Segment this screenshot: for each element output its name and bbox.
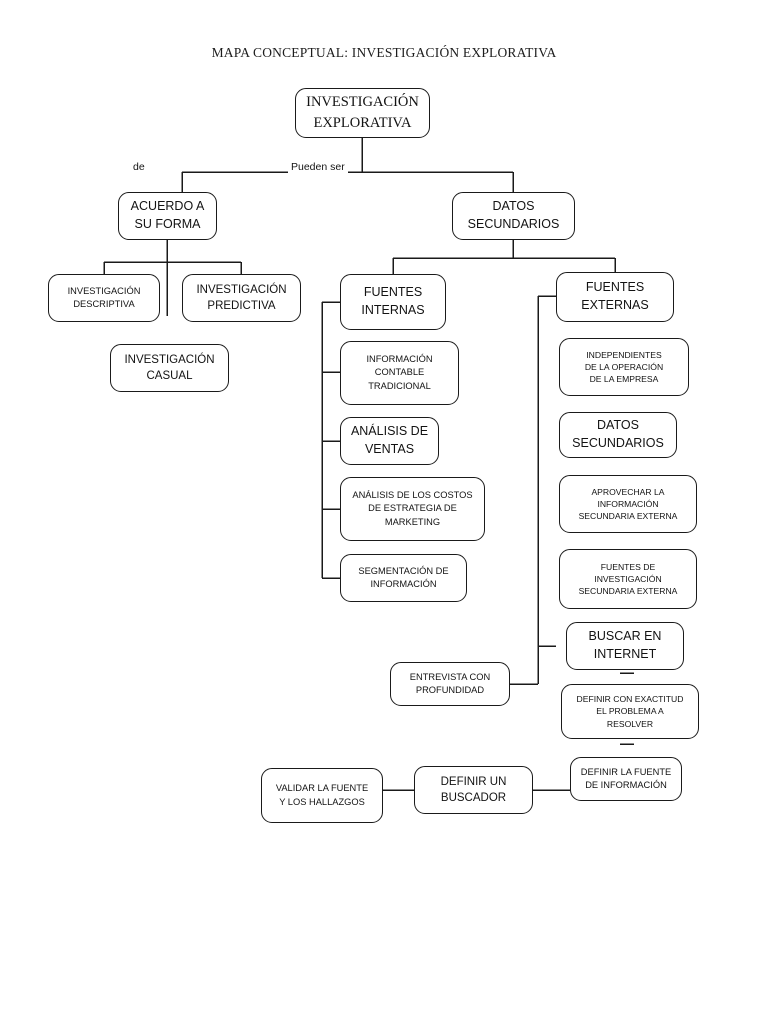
node-validar-la-fuente-y-los-hallazgos[interactable]: VALIDAR LA FUENTE Y LOS HALLAZGOS bbox=[261, 768, 383, 823]
node-investigacion-descriptiva[interactable]: INVESTIGACIÓN DESCRIPTIVA bbox=[48, 274, 160, 322]
page-title: MAPA CONCEPTUAL: INVESTIGACIÓN EXPLORATI… bbox=[211, 45, 557, 60]
edge-label-de: de bbox=[130, 161, 148, 173]
node-definir-con-exactitud-el-problema[interactable]: DEFINIR CON EXACTITUD EL PROBLEMA A RESO… bbox=[561, 684, 699, 739]
node-fuentes-internas[interactable]: FUENTES INTERNAS bbox=[340, 274, 446, 330]
node-independientes-operacion-empresa[interactable]: INDEPENDIENTES DE LA OPERACIÓN DE LA EMP… bbox=[559, 338, 689, 396]
node-investigacion-predictiva[interactable]: INVESTIGACIÓN PREDICTIVA bbox=[182, 274, 301, 322]
node-investigacion-explorativa[interactable]: INVESTIGACIÓN EXPLORATIVA bbox=[295, 88, 430, 138]
node-acuerdo-a-su-forma[interactable]: ACUERDO A SU FORMA bbox=[118, 192, 217, 240]
node-fuentes-investigacion-secundaria-externa[interactable]: FUENTES DE INVESTIGACIÓN SECUNDARIA EXTE… bbox=[559, 549, 697, 609]
node-aprovechar-informacion-secundaria-externa[interactable]: APROVECHAR LA INFORMACIÓN SECUNDARIA EXT… bbox=[559, 475, 697, 533]
node-analisis-de-ventas[interactable]: ANÁLISIS DE VENTAS bbox=[340, 417, 439, 465]
node-informacion-contable-tradicional[interactable]: INFORMACIÓN CONTABLE TRADICIONAL bbox=[340, 341, 459, 405]
node-investigacion-casual[interactable]: INVESTIGACIÓN CASUAL bbox=[110, 344, 229, 392]
node-buscar-en-internet[interactable]: BUSCAR EN INTERNET bbox=[566, 622, 684, 670]
edge-label-pueden-ser: Pueden ser bbox=[288, 161, 348, 173]
node-analisis-costos-estrategia-marketing[interactable]: ANÁLISIS DE LOS COSTOS DE ESTRATEGIA DE … bbox=[340, 477, 485, 541]
node-segmentacion-de-informacion[interactable]: SEGMENTACIÓN DE INFORMACIÓN bbox=[340, 554, 467, 602]
node-datos-secundarios-2[interactable]: DATOS SECUNDARIOS bbox=[559, 412, 677, 458]
node-datos-secundarios[interactable]: DATOS SECUNDARIOS bbox=[452, 192, 575, 240]
node-definir-un-buscador[interactable]: DEFINIR UN BUSCADOR bbox=[414, 766, 533, 814]
node-fuentes-externas[interactable]: FUENTES EXTERNAS bbox=[556, 272, 674, 322]
node-definir-la-fuente-de-informacion[interactable]: DEFINIR LA FUENTE DE INFORMACIÓN bbox=[570, 757, 682, 801]
node-entrevista-con-profundidad[interactable]: ENTREVISTA CON PROFUNDIDAD bbox=[390, 662, 510, 706]
